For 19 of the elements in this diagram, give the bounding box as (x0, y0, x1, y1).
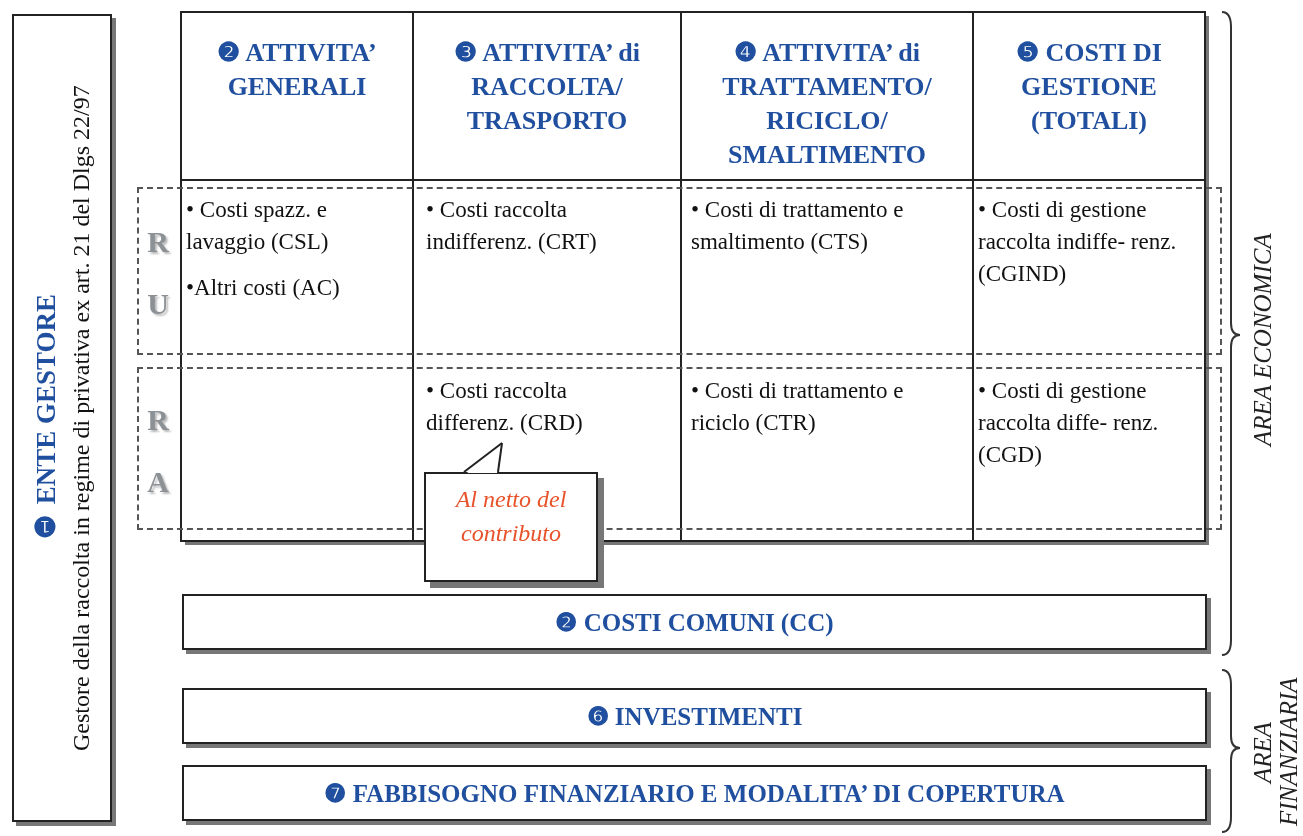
cost-item: • Costi spazz. e lavaggio (CSL) (186, 196, 330, 256)
row-letters: R A (146, 401, 171, 500)
cost-item: • Costi raccolta indifferenz. (CRT) (426, 194, 676, 258)
cost-item: • Costi di trattamento e smaltimento (CTS) (691, 194, 953, 258)
cost-item: •Altri costi (AC) (186, 274, 341, 302)
panel-text: Gestore della raccolta in regime di privativa ex art. 21 del Dlgs 22/97 (67, 85, 95, 751)
column-header: ❹ ATTIVITA’ di TRATTAMENTO/ RICICLO/ SMALTIMENTO (681, 12, 973, 180)
column-header: ❸ ATTIVITA’ di RACCOLTA/ TRASPORTO (413, 12, 681, 180)
area-label: AREA ECONOMICA (1250, 232, 1277, 449)
cost-item: • Costi raccolta differenz. (CRD) (426, 375, 648, 439)
cost-item: • Costi di gestione raccolta diffe- renz. (CGD) (978, 375, 1190, 471)
column-header: ❺ COSTI DI GESTIONE (TOTALI) (973, 12, 1205, 180)
row-band (137, 187, 1222, 355)
cost-item: • Costi di gestione raccolta indiffe- renz. (CGIND) (978, 194, 1190, 290)
panel-title: ❶ ENTE GESTORE (29, 293, 62, 543)
cost-item: • Costi di trattamento e riciclo (CTR) (691, 375, 953, 439)
area-label: AREA FINANZIARIA (1250, 676, 1302, 829)
row-letters: R U (146, 224, 171, 322)
column-header: ❷ ATTIVITA’ GENERALI (181, 12, 413, 180)
